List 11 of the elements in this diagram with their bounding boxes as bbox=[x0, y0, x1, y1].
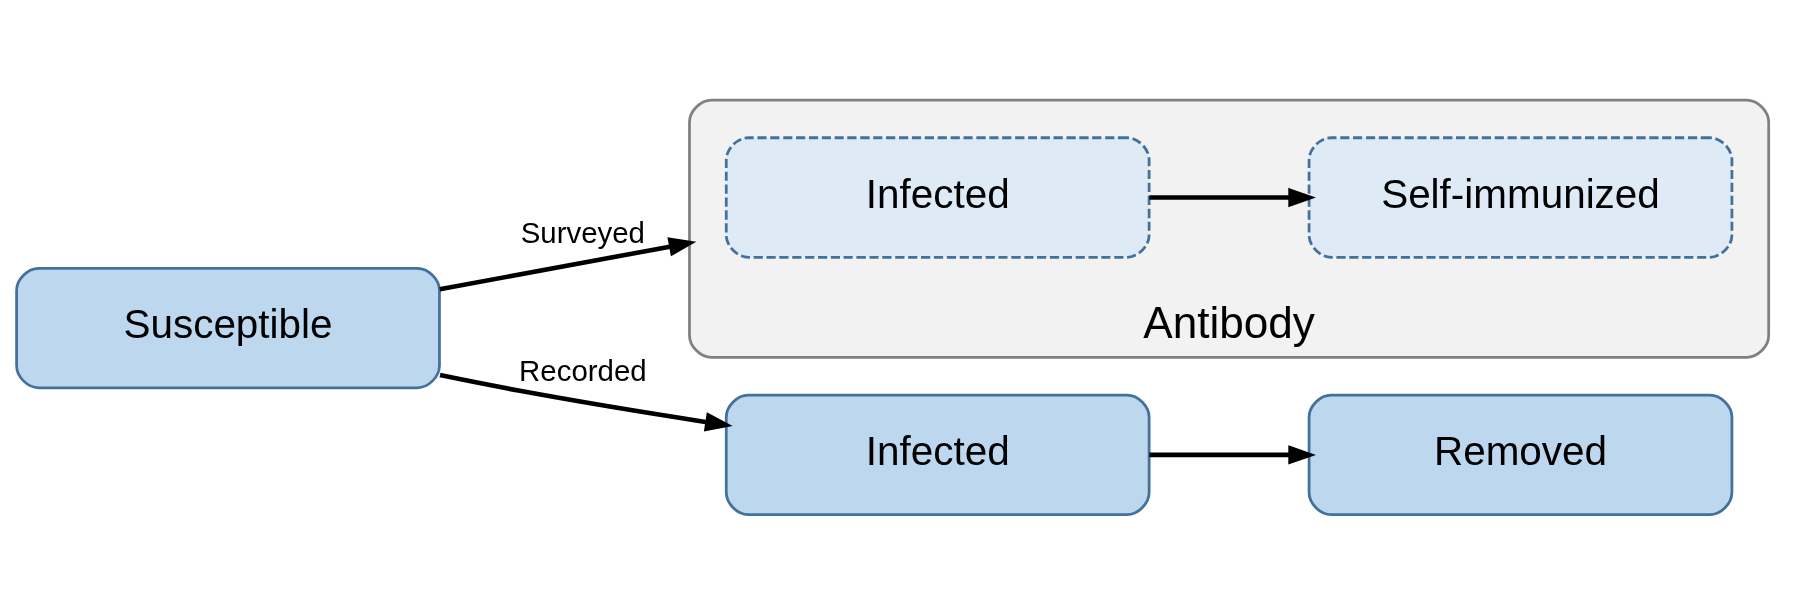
arrow bbox=[1149, 445, 1316, 465]
node-box: Infected bbox=[724, 136, 1151, 259]
edge-label: Surveyed bbox=[520, 216, 645, 250]
arrow bbox=[439, 372, 733, 432]
node-box: Removed bbox=[1307, 393, 1734, 517]
node-box: Self-immunized bbox=[1307, 136, 1734, 259]
node-box: Infected bbox=[724, 393, 1151, 517]
edge-label: Recorded bbox=[519, 353, 647, 387]
arrow bbox=[1149, 187, 1316, 208]
arrow bbox=[439, 237, 697, 292]
node-box: Susceptible bbox=[15, 266, 441, 390]
